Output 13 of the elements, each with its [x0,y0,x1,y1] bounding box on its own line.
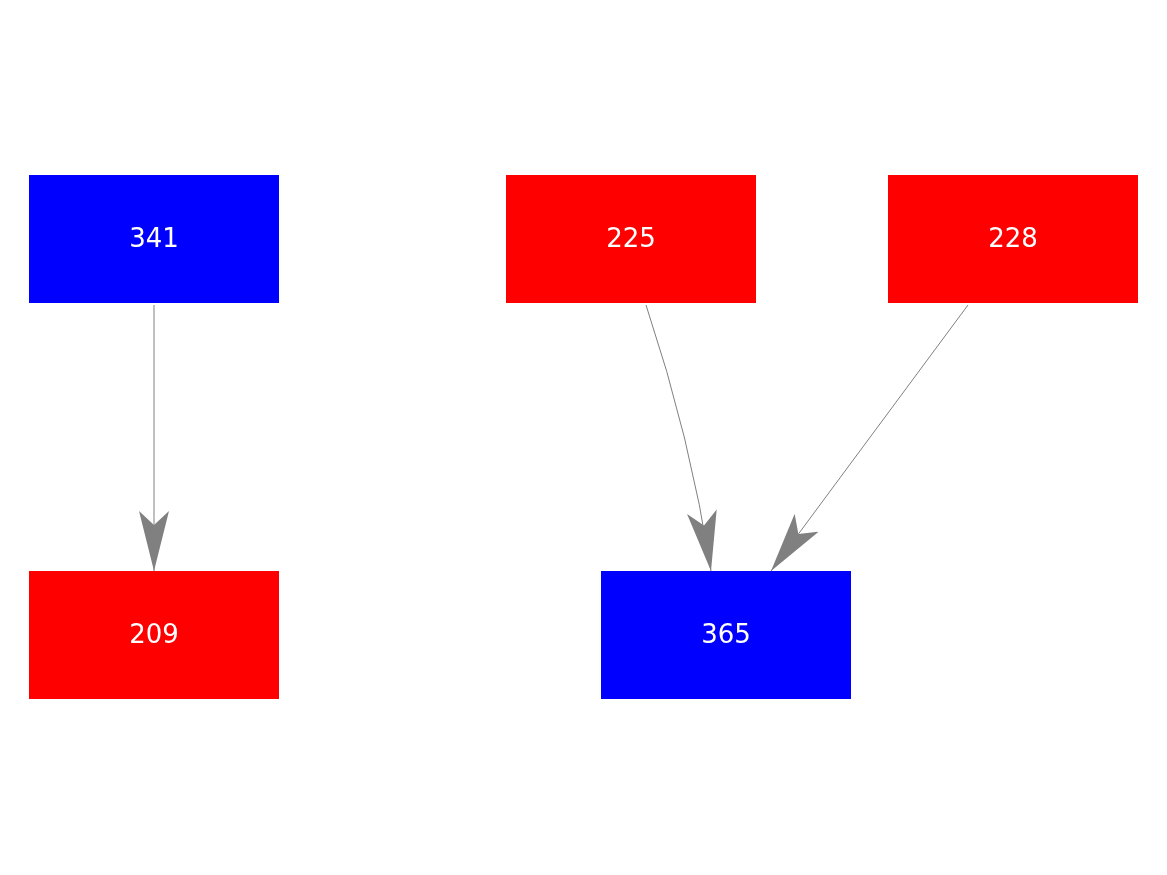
process-box [888,175,1138,303]
arrow [139,304,169,572]
node-label: 228 [988,223,1038,255]
process-box [29,175,279,303]
node-label: 341 [129,223,179,255]
node-label: 225 [606,223,656,255]
arrow [645,304,717,572]
arrow [770,304,969,572]
process-box [601,571,851,699]
node-label: 209 [129,619,179,651]
node-label: 365 [701,619,751,651]
process-box [506,175,756,303]
process-box [29,571,279,699]
